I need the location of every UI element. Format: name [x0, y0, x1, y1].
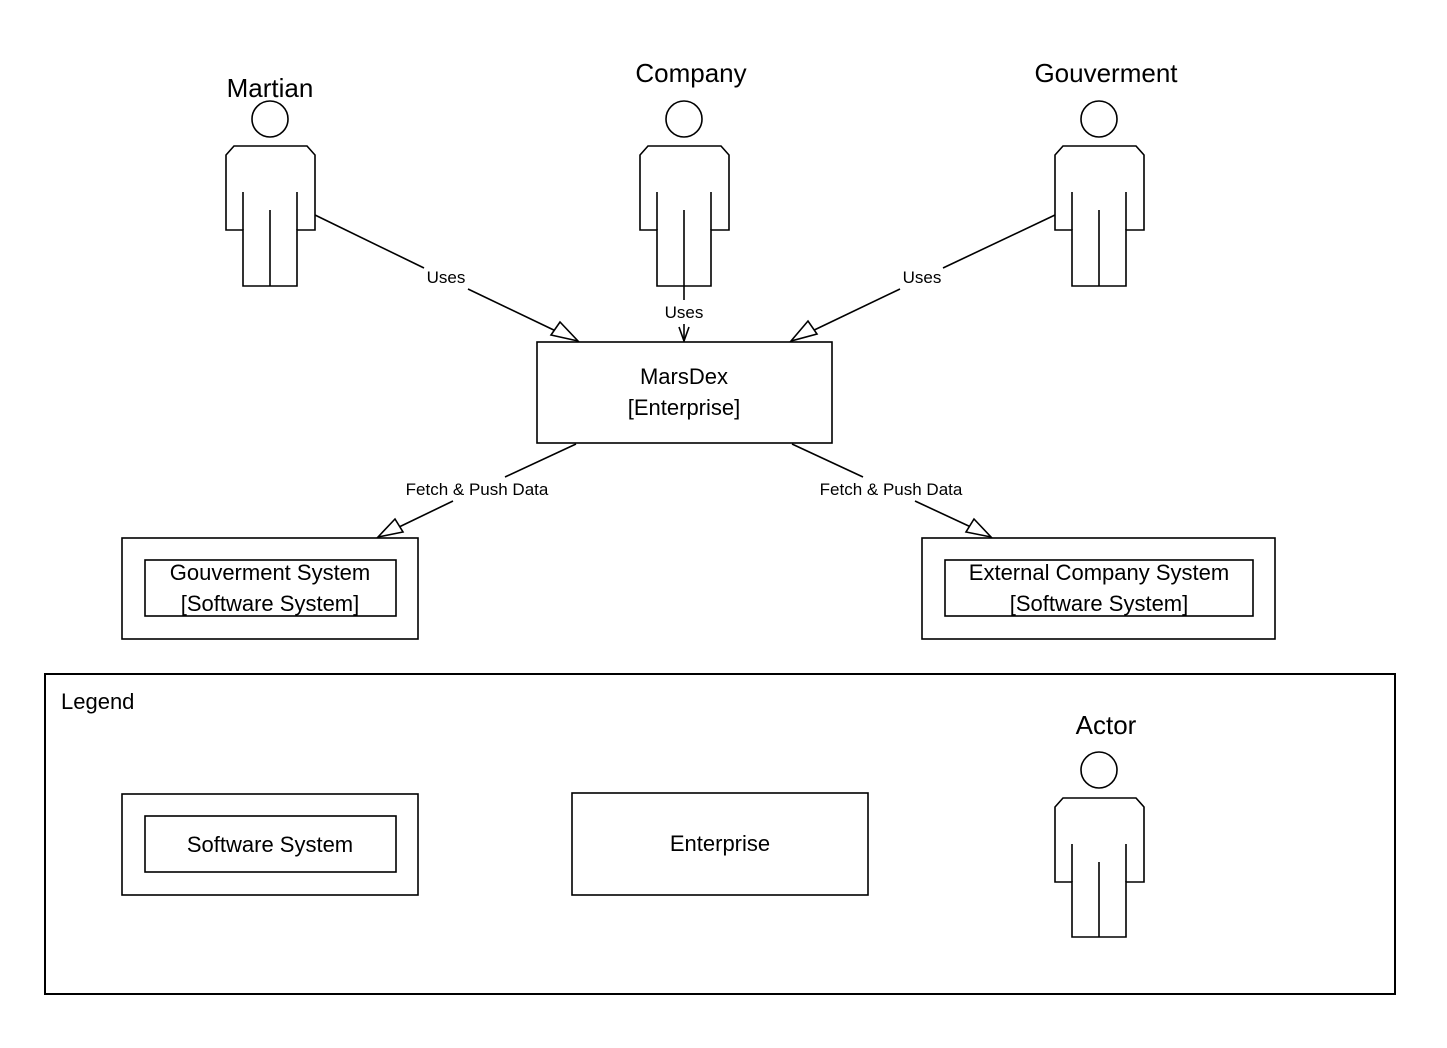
edge-label: Uses — [903, 268, 942, 287]
arrowhead-icon — [549, 320, 581, 343]
arrowhead-icon — [788, 319, 819, 343]
legend-actor-label: Actor — [1076, 710, 1137, 740]
marsdex-type: [Enterprise] — [628, 395, 741, 420]
actor-martian-label: Martian — [227, 73, 314, 103]
person-icon — [225, 100, 316, 287]
edge-label: Fetch & Push Data — [820, 480, 963, 499]
legend-enterprise: Enterprise — [571, 792, 869, 896]
edge-fetch-push-ext[interactable]: Fetch & Push Data — [791, 443, 994, 539]
legend-title: Legend — [61, 689, 134, 714]
actor-company[interactable]: Company — [635, 58, 747, 300]
person-icon — [639, 100, 730, 300]
arrowhead-icon — [678, 326, 690, 344]
actor-company-label: Company — [635, 58, 746, 88]
person-icon — [1054, 751, 1145, 938]
arrowhead-icon — [375, 517, 405, 539]
legend-enterprise-label: Enterprise — [670, 831, 770, 856]
gov-system-type: [Software System] — [181, 591, 360, 616]
enterprise-marsdex[interactable]: MarsDex [Enterprise] — [536, 341, 833, 444]
actor-martian[interactable]: Martian — [225, 73, 316, 287]
edge-label: Uses — [427, 268, 466, 287]
legend: Legend Software System Enterprise Actor — [44, 673, 1396, 995]
ext-system-type: [Software System] — [1010, 591, 1189, 616]
legend-software-system: Software System — [121, 793, 419, 896]
edge-label: Uses — [665, 303, 704, 322]
actor-government-label: Gouverment — [1034, 58, 1178, 88]
edge-company-uses[interactable]: Uses — [665, 303, 704, 344]
software-system-government[interactable]: Gouverment System [Software System] — [121, 537, 419, 640]
actor-government[interactable]: Gouverment — [1034, 58, 1178, 287]
edge-martian-uses[interactable]: Uses — [314, 214, 581, 343]
legend-software-system-label: Software System — [187, 832, 353, 857]
marsdex-name: MarsDex — [640, 364, 728, 389]
person-icon — [1054, 100, 1145, 287]
software-system-external-company[interactable]: External Company System [Software System… — [921, 537, 1276, 640]
ext-system-name: External Company System — [969, 560, 1229, 585]
arrowhead-icon — [964, 517, 994, 539]
edge-fetch-push-gov[interactable]: Fetch & Push Data — [375, 443, 577, 539]
edge-label: Fetch & Push Data — [406, 480, 549, 499]
legend-actor: Actor — [1054, 710, 1145, 938]
gov-system-name: Gouverment System — [170, 560, 371, 585]
edge-government-uses[interactable]: Uses — [788, 214, 1056, 343]
